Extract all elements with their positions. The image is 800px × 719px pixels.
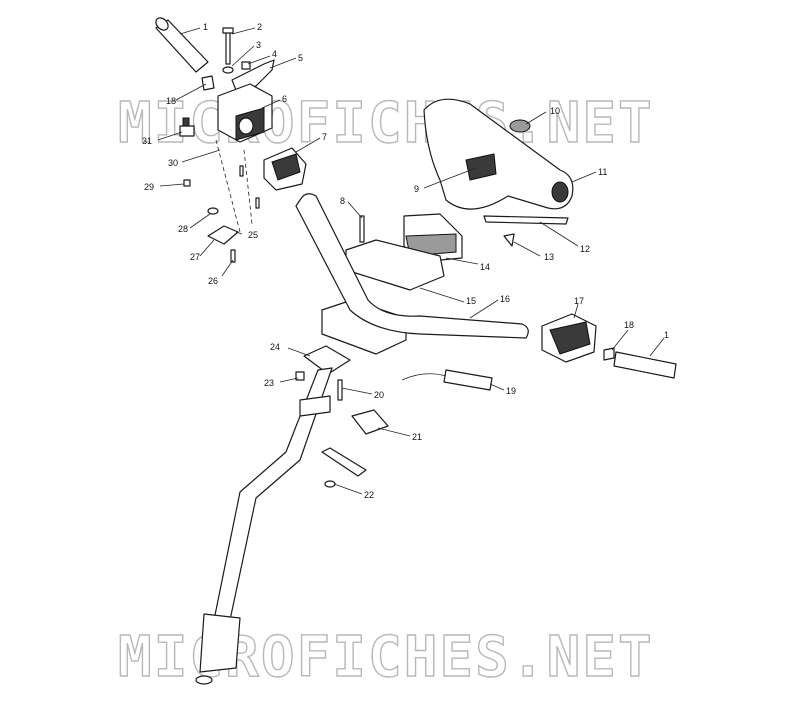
clamp-cover-14: [403, 213, 463, 263]
throttle-cover-7: [263, 147, 307, 191]
callout-22: 22: [364, 490, 374, 500]
callout-28: 28: [178, 224, 188, 234]
plate-24: [303, 345, 351, 375]
handlebar-16: [295, 193, 529, 339]
callout-25: 25: [248, 230, 258, 240]
callout-18-left: 18: [166, 96, 176, 106]
callout-5: 5: [298, 53, 303, 63]
callout-10: 10: [550, 106, 560, 116]
washer-28: [207, 207, 219, 215]
switch-31: [179, 117, 195, 137]
callout-9: 9: [414, 184, 419, 194]
nut-23: [295, 371, 305, 381]
callout-12: 12: [580, 244, 590, 254]
callout-26: 26: [208, 276, 218, 286]
callout-4: 4: [272, 49, 277, 59]
callout-3: 3: [256, 40, 261, 50]
callout-19: 19: [506, 386, 516, 396]
screw-25a: [239, 165, 244, 177]
screw-29: [183, 179, 191, 187]
callout-31: 31: [142, 136, 152, 146]
screw-25b: [255, 197, 260, 209]
callout-1-right: 1: [664, 330, 669, 340]
switch-housing-17: [541, 313, 597, 363]
assembly-line-b: [243, 149, 253, 225]
callout-14: 14: [480, 262, 490, 272]
bolt-20: [337, 379, 343, 401]
callout-1-top: 1: [203, 22, 208, 32]
handlebar-pad-11: [423, 98, 574, 210]
right-grip: [613, 351, 677, 379]
callout-13: 13: [544, 252, 554, 262]
callout-11: 11: [598, 167, 607, 177]
callout-21: 21: [412, 432, 422, 442]
watermark-top: MICROFICHES.NET: [118, 91, 654, 156]
callout-23: 23: [264, 378, 274, 388]
wire-coil-19: [401, 369, 493, 391]
callout-16: 16: [500, 294, 510, 304]
end-plug-18-left: [201, 75, 215, 91]
callout-8: 8: [340, 196, 345, 206]
nut-4: [241, 61, 251, 70]
post-collar: [299, 395, 331, 417]
callout-2: 2: [257, 22, 262, 32]
left-grip: [155, 17, 209, 73]
bracket-27: [207, 225, 239, 245]
leader-lines: [157, 27, 665, 495]
callout-27: 27: [190, 252, 200, 262]
callout-18-right: 18: [624, 320, 634, 330]
washer-3: [222, 66, 234, 74]
throttle-housing-6: [217, 83, 273, 143]
end-plug-18-right: [603, 347, 615, 361]
callout-30: 30: [168, 158, 178, 168]
bolt-2: [222, 27, 234, 65]
strap-12: [483, 215, 569, 225]
bracket-21: [351, 409, 389, 435]
bolt-8: [359, 215, 365, 243]
callout-6: 6: [282, 94, 287, 104]
callout-20: 20: [374, 390, 384, 400]
tube-22: [321, 447, 367, 488]
callout-7: 7: [322, 132, 327, 142]
callout-29: 29: [144, 182, 154, 192]
post-base: [199, 613, 241, 673]
callout-15: 15: [466, 296, 476, 306]
assembly-line-a: [215, 139, 241, 233]
clip-13: [503, 233, 515, 247]
callout-24: 24: [270, 342, 280, 352]
screw-26: [230, 249, 236, 263]
callout-17: 17: [574, 296, 584, 306]
post-foot: [195, 675, 213, 685]
